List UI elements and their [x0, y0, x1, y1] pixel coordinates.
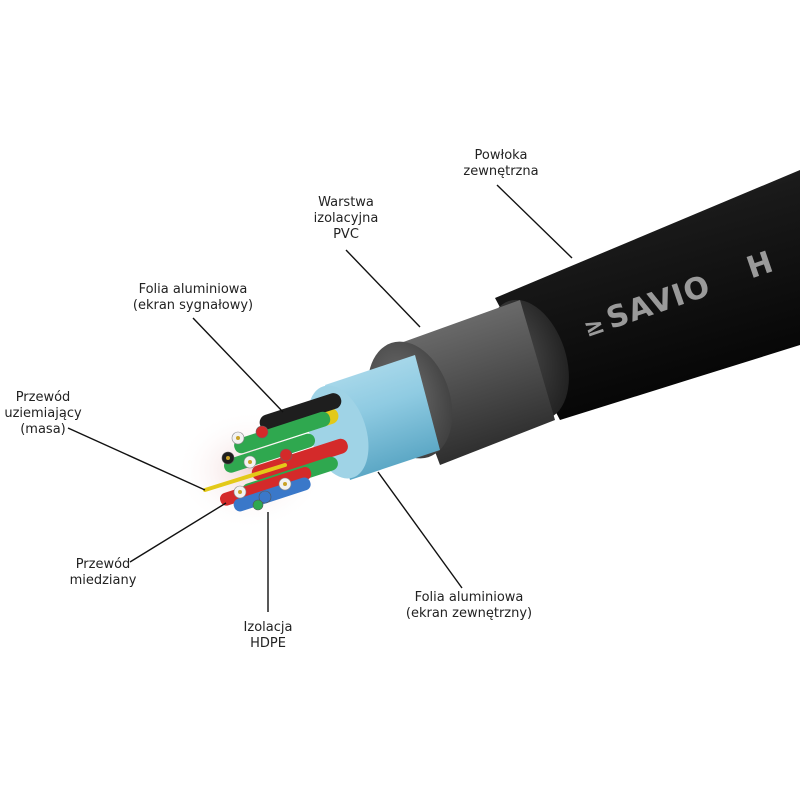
label-ground-wire: Przewód uziemiający (masa): [0, 390, 86, 438]
copper-core: [283, 482, 287, 486]
label-hdpe-insulation-line2: HDPE: [250, 636, 286, 651]
label-outer-foil: Folia aluminiowa (ekran zewnętrzny): [384, 590, 554, 622]
copper-core: [238, 490, 242, 494]
label-pvc-insulation-line3: PVC: [333, 227, 359, 242]
wire-blue: [233, 477, 311, 512]
conductor-end: [255, 425, 269, 439]
label-hdpe-insulation-line1: Izolacja: [243, 620, 293, 635]
label-outer-foil-line2: (ekran zewnętrzny): [405, 606, 533, 621]
label-signal-foil: Folia aluminiowa (ekran sygnałowy): [110, 282, 276, 314]
label-copper-wire-line2: miedziany: [69, 573, 137, 588]
label-copper-wire-line1: Przewód: [75, 557, 131, 572]
label-ground-wire-line1: Przewód: [15, 390, 71, 405]
leader-lines: [67, 184, 573, 612]
leader-pvc-insulation: [345, 249, 421, 328]
label-signal-foil-line2: (ekran sygnałowy): [132, 298, 254, 313]
label-ground-wire-line2: uziemiający: [4, 406, 82, 421]
leader-signal-foil: [192, 317, 284, 413]
leader-outer-sheath: [496, 184, 573, 259]
copper-core: [226, 456, 230, 460]
conductor-end: [279, 448, 293, 462]
ground-wire: [203, 463, 287, 492]
label-pvc-insulation-line2: izolacyjna: [313, 211, 379, 226]
wire-black: [259, 393, 342, 431]
wire-bundle: [203, 393, 348, 512]
label-pvc-insulation: Warstwa izolacyjna PVC: [296, 195, 396, 243]
conductor-end: [252, 499, 264, 511]
label-copper-wire: Przewód miedziany: [48, 557, 158, 589]
label-outer-sheath-line2: zewnętrzna: [463, 164, 539, 179]
label-ground-wire-line3: (masa): [20, 422, 66, 437]
copper-core: [236, 436, 240, 440]
wire-green-1: [234, 411, 331, 454]
copper-core: [248, 460, 252, 464]
leader-ground-wire: [67, 427, 206, 491]
outer-jacket-body: [495, 170, 800, 420]
label-hdpe-insulation: Izolacja HDPE: [226, 620, 310, 652]
label-outer-sheath-line1: Powłoka: [474, 148, 528, 163]
leader-copper-wire: [129, 502, 227, 563]
label-outer-sheath: Powłoka zewnętrzna: [438, 148, 564, 180]
leader-outer-foil: [377, 471, 463, 589]
label-signal-foil-line1: Folia aluminiowa: [138, 282, 248, 297]
label-pvc-insulation-line1: Warstwa: [318, 195, 374, 210]
label-outer-foil-line1: Folia aluminiowa: [414, 590, 524, 605]
conductor-end: [258, 490, 272, 504]
